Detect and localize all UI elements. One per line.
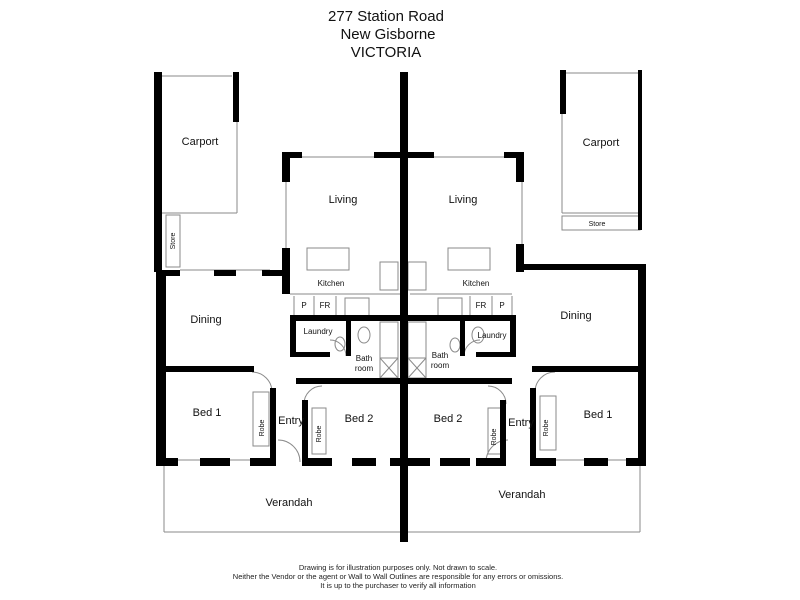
label-dining-left: Dining <box>190 314 221 326</box>
label-living-right: Living <box>449 194 478 206</box>
label-bed1-left: Bed 1 <box>193 407 222 419</box>
label-store-left: Store <box>170 233 177 250</box>
label-kitchen-left: Kitchen <box>318 279 345 288</box>
label-bed2-left: Bed 2 <box>345 413 374 425</box>
label-laundry-left: Laundry <box>304 327 333 336</box>
label-bath-right-1: Bath <box>432 351 448 360</box>
label-robe2-left: Robe <box>316 426 323 443</box>
address-state: VICTORIA <box>350 44 422 61</box>
room-labels-left: Carport Store Living Kitchen P FR Dining… <box>170 136 373 509</box>
label-carport-right: Carport <box>583 137 620 149</box>
label-robe1-right: Robe <box>543 420 550 437</box>
label-entry-right: Entry <box>508 417 534 429</box>
label-bath-left-1: Bath <box>356 354 372 363</box>
label-bed2-right: Bed 2 <box>434 413 463 425</box>
label-robe1-left: Robe <box>259 420 266 437</box>
label-fridge-left: FR <box>320 301 331 310</box>
address-street: 277 Station Road <box>328 8 444 25</box>
thin-lines <box>162 72 641 533</box>
label-verandah-left: Verandah <box>265 497 312 509</box>
label-pantry-left: P <box>301 301 306 310</box>
label-entry-left: Entry <box>278 415 304 427</box>
disclaimer-line-2: Neither the Vendor or the agent or Wall … <box>232 572 564 581</box>
label-fridge-right: FR <box>476 301 487 310</box>
label-dining-right: Dining <box>560 310 591 322</box>
label-kitchen-right: Kitchen <box>463 279 490 288</box>
label-verandah-right: Verandah <box>498 489 545 501</box>
label-living-left: Living <box>329 194 358 206</box>
label-laundry-right: Laundry <box>478 331 507 340</box>
address-suburb: New Gisborne <box>340 26 436 43</box>
label-pantry-right: P <box>499 301 504 310</box>
label-bath-right-2: room <box>431 361 450 370</box>
label-bed1-right: Bed 1 <box>584 409 613 421</box>
label-robe2-right: Robe <box>491 429 498 446</box>
disclaimer-line-1: Drawing is for illustration purposes onl… <box>298 563 498 572</box>
label-carport-left: Carport <box>182 136 219 148</box>
walls <box>154 70 646 542</box>
label-bath-left-2: room <box>355 364 374 373</box>
disclaimer-line-3: It is up to the purchaser to verify all … <box>320 581 476 590</box>
room-labels-right: Carport Store Living Kitchen FR P Dining… <box>431 137 619 501</box>
label-store-right: Store <box>589 221 606 228</box>
